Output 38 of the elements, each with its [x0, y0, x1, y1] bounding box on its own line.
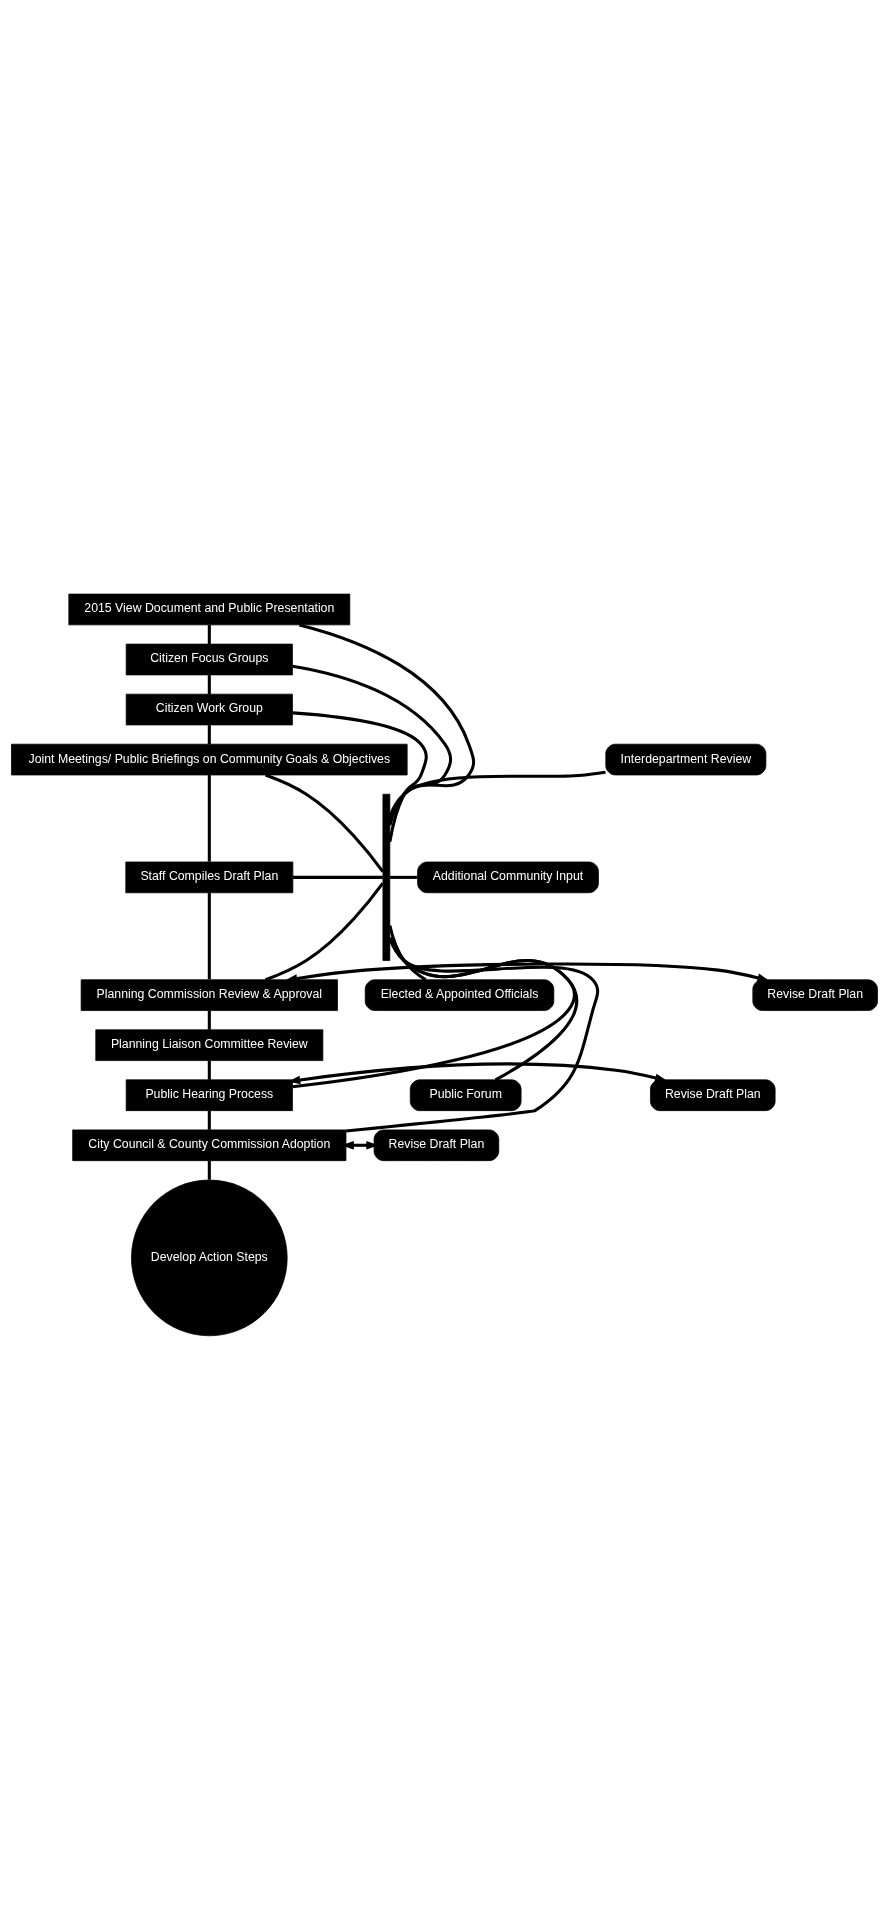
connector	[264, 881, 385, 981]
connector	[388, 770, 606, 817]
node-box: 2015 View Document and Public Presentation	[68, 593, 351, 625]
connector	[207, 892, 211, 979]
connector	[207, 1160, 211, 1180]
node-bar	[382, 793, 391, 961]
node-box: Revise Draft Plan	[752, 978, 878, 1011]
connector	[389, 875, 418, 879]
node-box: Elected & Appointed Officials	[364, 978, 555, 1011]
connector	[207, 674, 211, 694]
connector	[388, 924, 427, 981]
connector	[292, 710, 428, 842]
node-box: Revise Draft Plan	[373, 1129, 500, 1161]
connector	[207, 724, 211, 744]
node-circle: Develop Action Steps	[131, 1179, 288, 1336]
connector	[264, 773, 385, 872]
node-box: Joint Meetings/ Public Briefings on Community Goals & Objectives	[11, 743, 408, 775]
connector	[299, 622, 476, 821]
connector	[207, 1060, 211, 1080]
connector	[346, 937, 600, 1132]
arrow	[284, 962, 770, 983]
node-box: Public Hearing Process	[125, 1078, 293, 1111]
node-box: Interdepartment Review	[605, 743, 767, 775]
node-box: Citizen Work Group	[125, 693, 293, 725]
node-box: Citizen Focus Groups	[125, 643, 293, 675]
connector	[207, 1010, 211, 1030]
connector	[207, 1110, 211, 1130]
node-box: Public Forum	[409, 1078, 522, 1111]
connector	[292, 664, 453, 826]
node-box: Revise Draft Plan	[650, 1078, 776, 1111]
connector	[293, 875, 383, 879]
node-box: Planning Liaison Committee Review	[95, 1028, 324, 1061]
node-box: Staff Compiles Draft Plan	[125, 861, 294, 893]
node-box: Additional Community Input	[417, 861, 599, 893]
connector	[207, 774, 211, 862]
connector	[207, 624, 211, 644]
node-box: City Council & County Commission Adoption	[72, 1129, 347, 1161]
node-box: Planning Commission Review & Approval	[80, 978, 338, 1011]
